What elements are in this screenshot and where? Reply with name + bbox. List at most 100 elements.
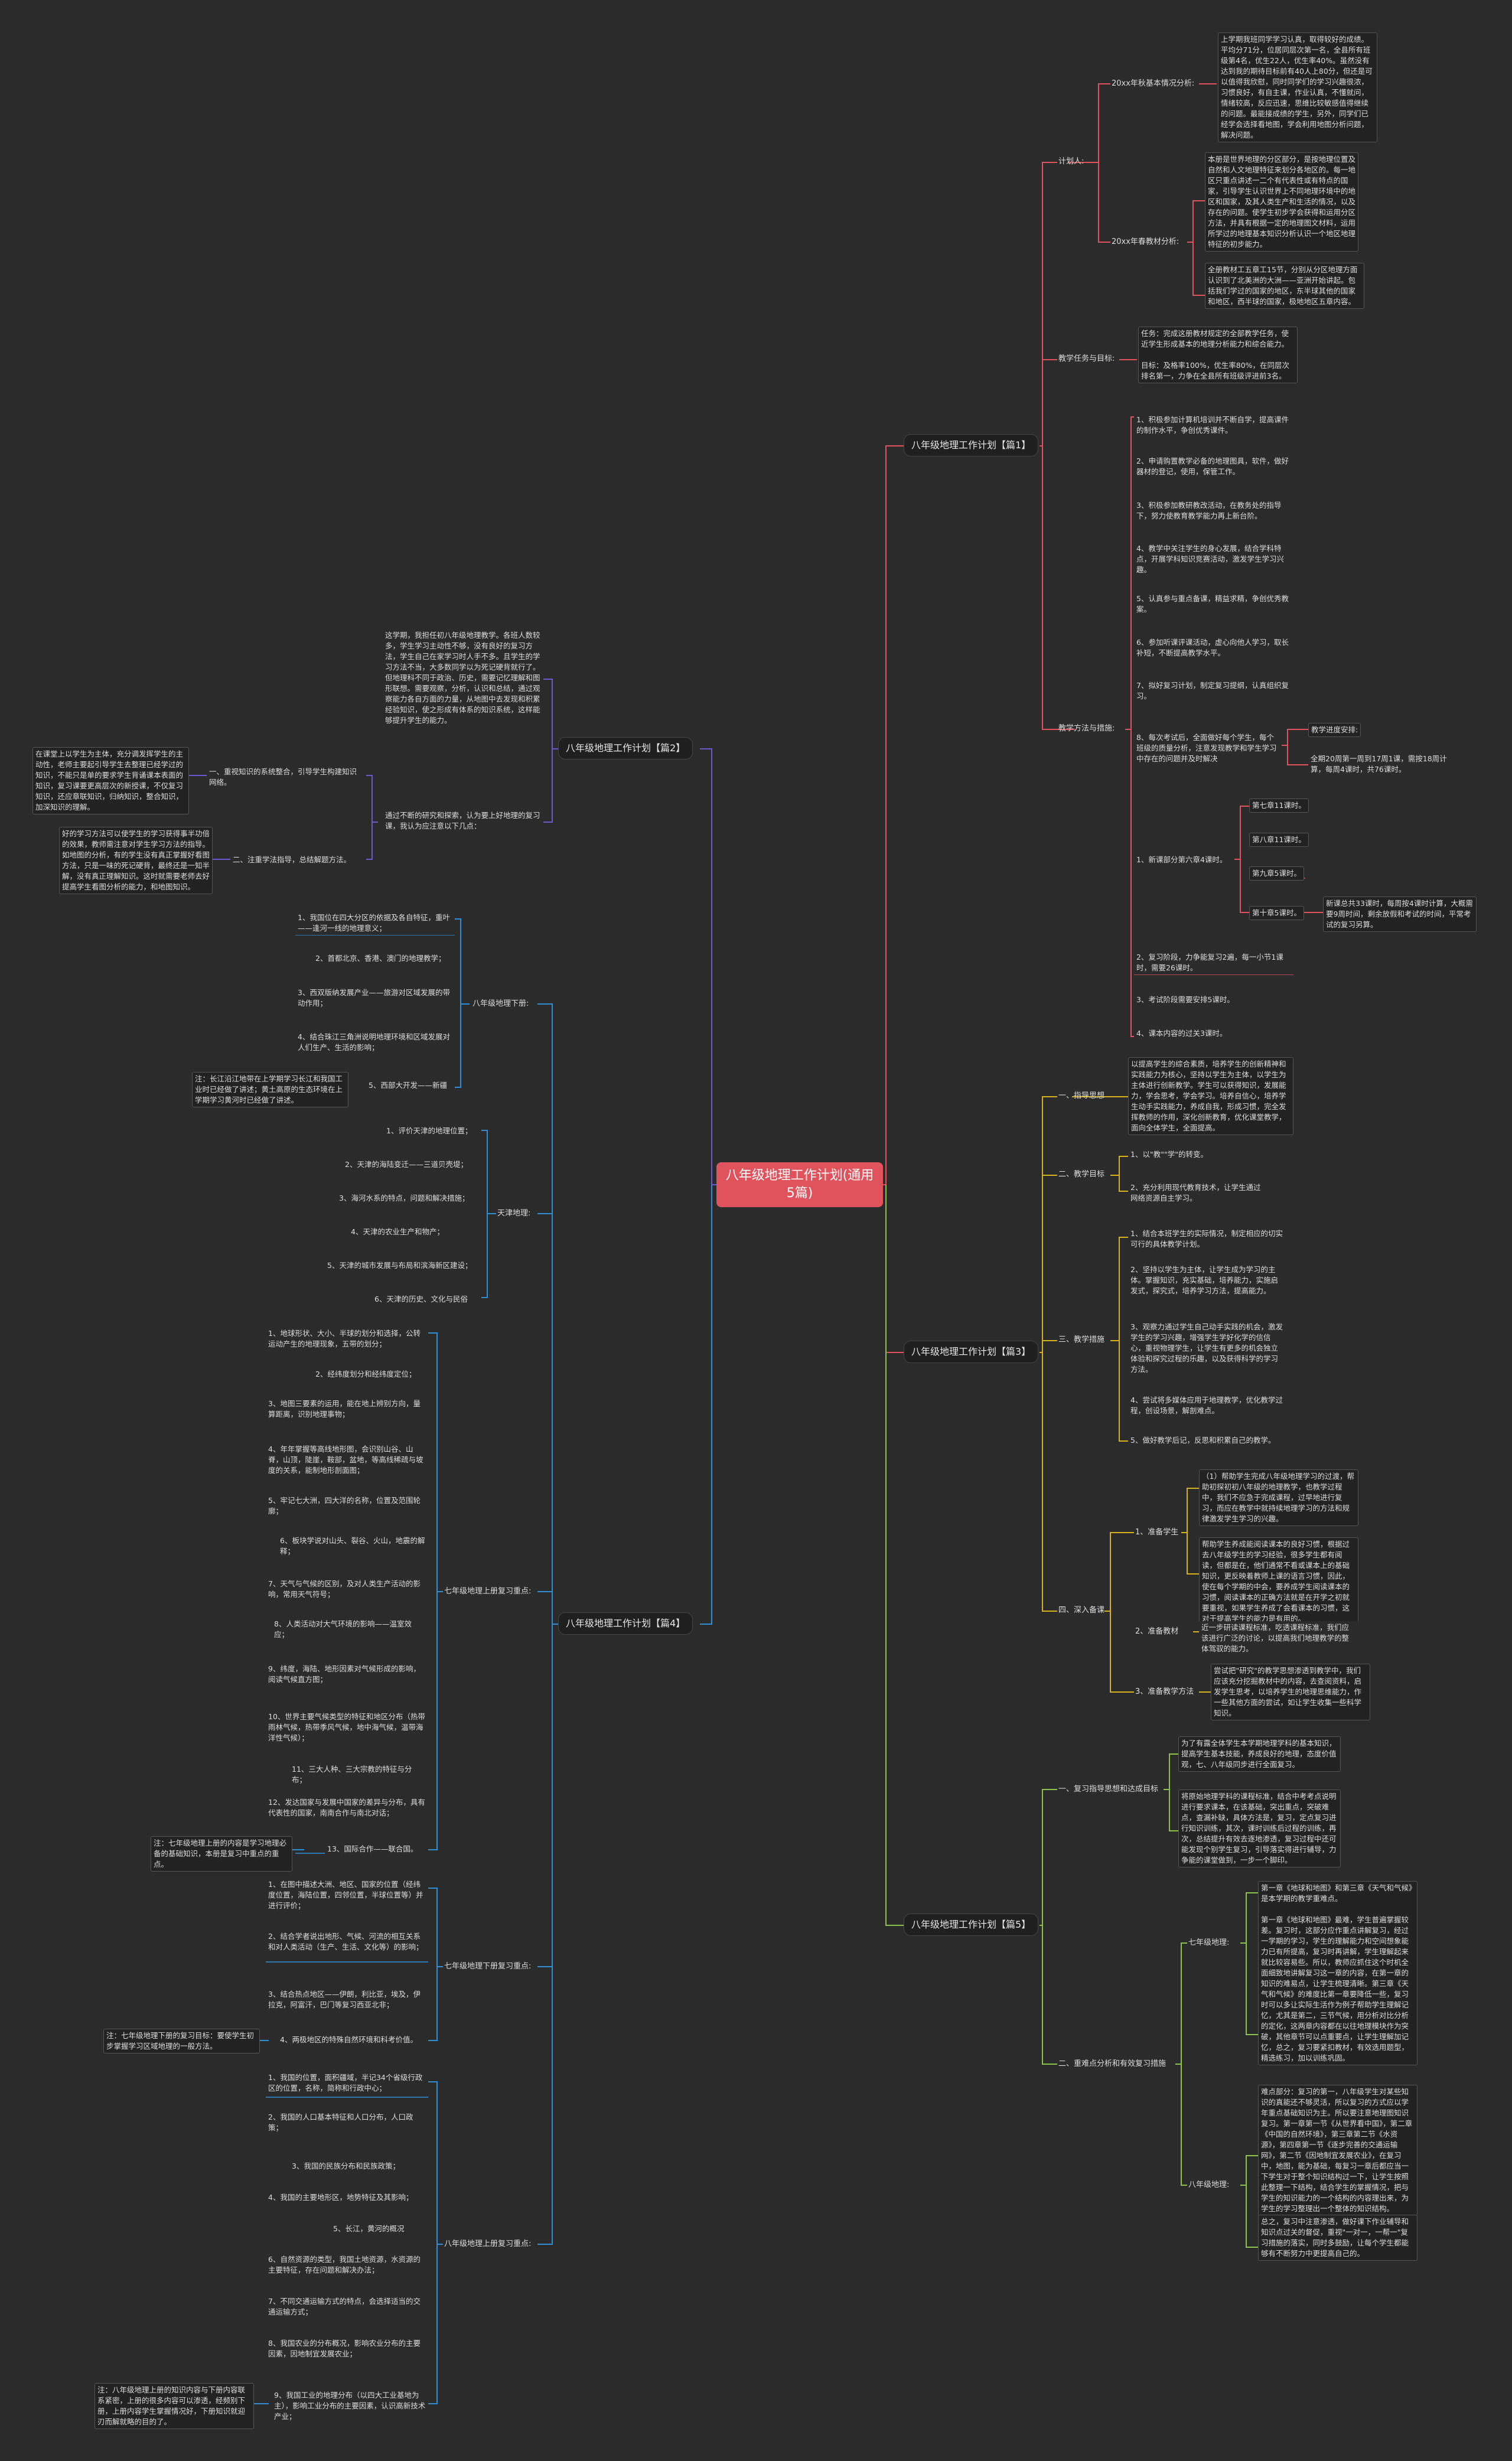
p4-grade8-vol1-label[interactable]: 八年级地理上册复习重点: — [444, 2240, 532, 2248]
p3-measure-5: 5、做好教学后记，反思和积累自己的教学。 — [1128, 1434, 1288, 1447]
p4-tj-item-5: 5、天津的城市发展与布局和滨海新区建设； — [325, 1259, 481, 1272]
p4-g8v1-item-9: 9、我国工业的地理分布（以四大工业基地为主），影响工业分布的主要因素，认识高新技… — [272, 2389, 428, 2423]
p4-g8v1-note: 注：八年级地理上册的知识内容与下册内容联系紧密，上册的很多内容可以渗透，经频别下… — [94, 2383, 254, 2429]
p5-grade8-label[interactable]: 八年级地理: — [1188, 2180, 1230, 2189]
p1-method-8: 8、每次考试后，全面做好每个学生，每个班级的质量分析，注意发现教学和学生学习中存… — [1134, 731, 1282, 765]
p4-tianjin-label[interactable]: 天津地理: — [497, 1209, 531, 1218]
p5-section-1-text-1: 为了有露全体学生本学期地理学科的基本知识，提高学生基本技能，养成良好的地理，态度… — [1178, 1736, 1341, 1772]
p5-grade8-text: 难点部分：复习的第一，八年级学生对某些知识的真能还不够灵活，所以复习的方式应以学… — [1258, 2085, 1418, 2216]
p1-method-6: 6、参加听课评课活动，虚心向他人学习，取长补短，不断提高教学水平。 — [1134, 636, 1293, 660]
p4-g7v1-item-6: 6、板块学说对山头、裂谷、火山，地震的解释； — [278, 1534, 428, 1558]
p4-g7v1-item-13: 13、国际合作——联合国。 — [325, 1843, 428, 1856]
p4-g7v1-item-11: 11、三大人种、三大宗教的特征与分布； — [289, 1763, 428, 1787]
p4-g7v1-item-4: 4、年年掌握等高线地形图，会识别山谷、山脊，山顶，陡崖，鞍部，盆地，等高线稀疏与… — [266, 1443, 428, 1477]
p3-measure-1: 1、结合本班学生的实际情况，制定相应的切实可行的具体教学计划。 — [1128, 1227, 1288, 1251]
p2-point-2-text: 好的学习方法可以使学生的学习获得事半功倍的效果，教师需注意对学生学习方法的指导。… — [59, 827, 213, 894]
p4-g8v2-item-1: 1、我国位在四大分区的依据及各自特征，重叶——逢河一线的地理意义； — [295, 911, 455, 935]
p4-g8v1-item-4: 4、我国的主要地形区，地势特征及其影响； — [266, 2191, 428, 2204]
p3-section-1[interactable]: 一、指导思想 — [1058, 1091, 1105, 1100]
p1-goal-text: 任务：完成这册教材规定的全部教学任务，使近学生形成基本的地理分析能力和综合能力。… — [1138, 327, 1298, 383]
p4-g7v1-item-12: 12、发达国家与发展中国家的差异与分布，具有代表性的国家，南南合作与南北对话； — [266, 1796, 428, 1820]
p3-section-3[interactable]: 三、教学措施 — [1058, 1335, 1105, 1344]
p4-g8v1-item-1: 1、我国的位置，面积疆域，半记34个省级行政区的位置，名称，简称和行政中心； — [266, 2071, 428, 2095]
p4-tj-item-2: 2、天津的海陆变迁——三道贝壳堤； — [343, 1158, 481, 1171]
p3-measure-2: 2、坚持以学生为主体，让学生成为学习的主体。掌握知识，充实基础，培养能力，实施启… — [1128, 1263, 1288, 1298]
p3-prep-students-text-2: 帮助学生养成能阅读课本的良好习惯，根据过去八年级学生的学习经验，很多学生都有阅读… — [1199, 1537, 1358, 1626]
branch-part-2[interactable]: 八年级地理工作计划【篇2】 — [558, 737, 693, 760]
p4-g8v1-item-6: 6、自然资源的类型，我国土地资源，水资源的主要特征，存在问题和解决办法； — [266, 2253, 428, 2277]
p4-tj-item-3: 3、海河水系的特点，问题和解决措施； — [337, 1192, 481, 1205]
p4-g7v1-item-8: 8、人类活动对大气环境的影响——温室效应； — [272, 1618, 428, 1641]
p4-g7v2-item-1: 1、在图中描述大洲、地区、国家的位置（经纬度位置，海陆位置，四邻位置，半球位置等… — [266, 1878, 428, 1912]
p4-g7v1-item-2: 2、经纬度划分和经纬度定位； — [313, 1368, 428, 1381]
p3-prep-materials[interactable]: 2、准备教材 — [1135, 1627, 1179, 1636]
p1-lesson-note: 新课总共33课时，每周按4课时计算，大概需要9周时间，剩余放假和考试的时间，平常… — [1323, 897, 1477, 932]
p1-method-2: 2、申请购置教学必备的地理图具，软件，做好器材的登记，使用，保管工作。 — [1134, 455, 1293, 478]
p1-lesson-ch10: 第十章5课时。 — [1249, 906, 1304, 920]
p2-intro-text: 这学期，我担任初八年级地理教学。各班人数较多，学生学习主动性不够，没有良好的复习… — [383, 629, 543, 727]
p1-textbook-text-2: 全册教材工五章工15节，分别从分区地理方面认识到了北美洲的大洲——亚洲开始讲起。… — [1205, 263, 1364, 309]
p1-method-10: 2、复习阶段，力争能复习2遍，每一小节1课时，需要26课时。 — [1134, 951, 1293, 974]
p1-method-12: 4、课本内容的过关3课时。 — [1134, 1027, 1240, 1040]
p1-schedule-text: 全期20周第一周到17周1课，需按18周计算，每周4课时，共76课时。 — [1308, 752, 1462, 776]
p3-prep-materials-text: 近一步研读课程标准，吃透课程标准，我们应该进行广泛的讨论，以提高我们地理教学的整… — [1199, 1621, 1358, 1655]
p5-section-2[interactable]: 二、重难点分析和有效复习措施 — [1058, 2059, 1166, 2068]
p4-g7v1-note: 注：七年级地理上册的内容是学习地理必备的基础知识，本册是复习中重点的重点。 — [151, 1836, 292, 1872]
p1-method-11: 3、考试阶段需要安排5课时。 — [1134, 993, 1240, 1006]
p4-tj-item-6: 6、天津的历史、文化与民俗 — [372, 1293, 481, 1306]
branch-part-3[interactable]: 八年级地理工作计划【篇3】 — [904, 1341, 1039, 1363]
p4-g8v1-item-8: 8、我国农业的分布概况，影响农业分布的主要因素，因地制宜发展农业； — [266, 2337, 428, 2361]
p3-measure-3: 3、观察力通过学生自己动手实践的机会，激发学生的学习兴趣，增强学生学好化学的信信… — [1128, 1321, 1288, 1376]
p4-g8v2-item-5: 5、西部大开发——新疆 — [366, 1079, 455, 1092]
p1-lesson-ch9: 第九章5课时。 — [1249, 866, 1304, 881]
p3-measure-4: 4、尝试将多媒体应用于地理教学，优化教学过程，创设场景，解剖难点。 — [1128, 1394, 1288, 1417]
p1-planner-label[interactable]: 计划人: — [1058, 157, 1084, 166]
p4-g7v1-item-1: 1、地球形状、大小、半球的划分和选择，公转运动产生的地理现象，五带的划分； — [266, 1327, 428, 1351]
p1-textbook-text-1: 本册是世界地理的分区部分，是按地理位置及自然和人文地理特征来划分各地区的。每一地… — [1205, 152, 1358, 252]
p4-g8v1-item-3: 3、我国的民族分布和民族政策； — [289, 2160, 428, 2173]
p4-g7v1-item-9: 9、纬度，海陆、地形因素对气候形成的影响，阅读气候直方图； — [266, 1663, 428, 1686]
p2-point-1[interactable]: 一、重视知识的系统整合，引导学生构建知识网络。 — [207, 765, 366, 789]
p1-textbook-label[interactable]: 20xx年春教材分析: — [1112, 237, 1179, 246]
p1-situation-label[interactable]: 20xx年秋基本情况分析: — [1112, 79, 1195, 88]
p5-grade7-label[interactable]: 七年级地理: — [1188, 1938, 1230, 1947]
branch-part-4[interactable]: 八年级地理工作计划【篇4】 — [558, 1612, 693, 1635]
p4-g7v1-item-7: 7、天气与气候的区别，及对人类生产活动的影响，常用天气符号； — [266, 1577, 428, 1601]
p4-tj-item-1: 1、评价天津的地理位置； — [384, 1124, 481, 1137]
p1-method-9: 1、新课部分第六章4课时。 — [1134, 853, 1234, 866]
p4-g7v2-item-4: 4、两极地区的特殊自然环境和科考价值。 — [278, 2033, 428, 2046]
p1-method-7: 7、拟好复习计划，制定复习提纲，认真组织复习。 — [1134, 679, 1293, 703]
p2-middle-text: 通过不断的研究和探索，认为要上好地理的复习课，我认为应注意以下几点： — [383, 809, 543, 833]
p4-g8v1-item-5: 5、长江，黄河的概况 — [331, 2222, 428, 2235]
p1-method-3: 3、积极参加教研教改活动，在教务处的指导下，努力使教育教学能力再上新台阶。 — [1134, 499, 1293, 523]
branch-part-1[interactable]: 八年级地理工作计划【篇1】 — [904, 434, 1039, 457]
p1-goal-label[interactable]: 教学任务与目标: — [1058, 354, 1115, 363]
p1-lesson-ch7: 第七章11课时。 — [1249, 798, 1309, 813]
p1-methods-label[interactable]: 教学方法与措施: — [1058, 724, 1115, 733]
p4-g8v1-item-7: 7、不同交通运输方式的特点，会选择适当的交通运输方式； — [266, 2295, 428, 2319]
p4-g8v2-item-4: 4、结合珠江三角洲说明地理环境和区域发展对人们生产、生活的影响； — [295, 1031, 455, 1054]
p1-method-5: 5、认真参与重点备课，精益求精，争创优秀教案。 — [1134, 592, 1293, 616]
root-topic[interactable]: 八年级地理工作计划(通用5篇) — [716, 1162, 883, 1207]
p2-point-2[interactable]: 二、注重学法指导，总结解题方法。 — [230, 853, 366, 866]
p5-grade8-text-2: 总之，复习中注意渗透，做好课下作业辅导和知识点过关的督促，重视"一对一，一帮一"… — [1258, 2215, 1418, 2261]
p4-g8v2-item-2: 2、首都北京、香港、澳门的地理教学； — [313, 952, 455, 965]
p4-g8v2-item-3: 3、西双版纳发展产业——旅游对区域发展的带动作用； — [295, 986, 455, 1010]
p3-prep-methods[interactable]: 3、准备教学方法 — [1135, 1687, 1194, 1696]
p1-situation-text: 上学期我班同学学习认真，取得较好的成绩。平均分71分，位居同层次第一名，全县所有… — [1218, 32, 1377, 142]
p4-g7v2-item-2: 2、结合学者说出地形、气候、河流的相互关系和对人类活动（生产、生活、文化等）的影… — [266, 1930, 428, 1954]
p5-section-1[interactable]: 一、复习指导思想和达成目标 — [1058, 1785, 1159, 1794]
p4-g7v2-item-3: 3、结合热点地区——伊朗，利比亚，埃及，伊拉克，阿富汗，巴门等复习西亚北非； — [266, 1988, 428, 2012]
p4-grade8-vol2-label[interactable]: 八年级地理下册: — [472, 999, 529, 1008]
p4-grade7-vol2-label[interactable]: 七年级地理下册复习重点: — [444, 1962, 532, 1971]
p4-g7v1-item-5: 5、牢记七大洲，四大洋的名称，位置及范围轮廓； — [266, 1494, 428, 1518]
p3-goal-2: 2、充分利用现代教育技术，让学生通过网络资源自主学习。 — [1128, 1181, 1270, 1205]
p3-section-2[interactable]: 二、教学目标 — [1058, 1170, 1105, 1179]
p1-schedule-label[interactable]: 教学进度安排: — [1308, 723, 1361, 737]
p5-grade7-text: 第一章《地球和地图》和第三章《天气和气候》是本学期的教学重难点。 第一章《地球和… — [1258, 1881, 1418, 2065]
p3-section-4[interactable]: 四、深入备课 — [1058, 1606, 1105, 1615]
branch-part-5[interactable]: 八年级地理工作计划【篇5】 — [904, 1914, 1039, 1936]
p4-grade7-vol1-label[interactable]: 七年级地理上册复习重点: — [444, 1587, 532, 1596]
p3-prep-students[interactable]: 1、准备学生 — [1135, 1528, 1179, 1537]
p5-section-1-text-2: 将原始地理学科的课程标准，结合中考考点说明进行要求课本，在该基础，突出重点，突破… — [1178, 1789, 1341, 1867]
